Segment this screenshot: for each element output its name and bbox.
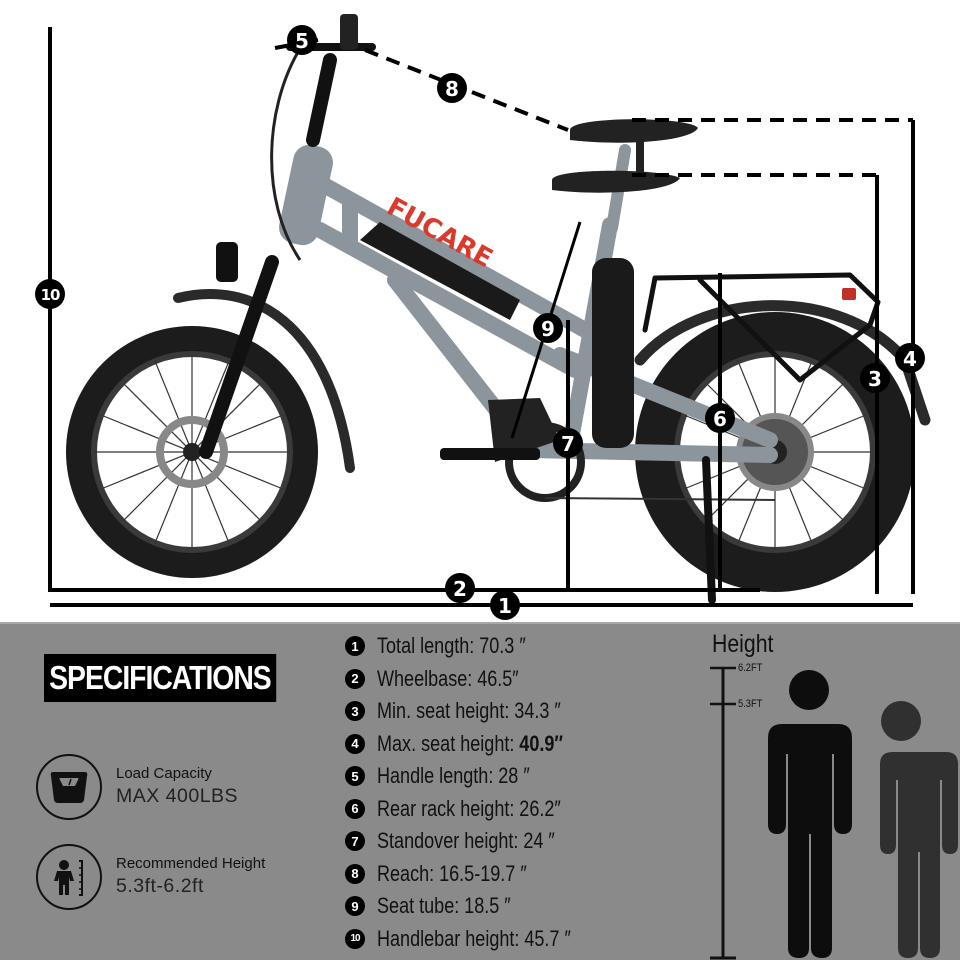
svg-text:5: 5	[295, 29, 309, 53]
spec-value: 46.5″	[477, 665, 519, 691]
scale-icon	[36, 754, 102, 820]
spec-name: Min. seat height:	[377, 698, 510, 724]
spec-name: Standover height:	[377, 828, 519, 854]
tick-label-max: 6.2FT	[738, 662, 763, 674]
recommended-height-feature: Recommended Height 5.3ft-6.2ft	[36, 844, 265, 910]
marker-5: 5	[287, 25, 317, 55]
svg-text:1: 1	[498, 594, 512, 618]
svg-text:9: 9	[541, 317, 555, 341]
number-badge-1: 1	[345, 636, 365, 657]
load-capacity-value: MAX 400LBS	[116, 785, 239, 807]
spec-name: Handle length:	[377, 763, 494, 789]
recommended-height-label: Recommended Height	[116, 855, 266, 872]
load-capacity-label: Load Capacity	[116, 765, 212, 782]
number-badge-6: 6	[345, 798, 365, 819]
spec-item-rear-rack-height: 6 Rear rack height:26.2″	[345, 793, 675, 826]
spec-name: Reach:	[377, 860, 435, 886]
svg-text:4: 4	[903, 347, 917, 371]
number-badge-2: 2	[345, 668, 365, 689]
spec-value: 45.7 ″	[524, 925, 571, 951]
spec-value: 24 ″	[523, 828, 555, 854]
marker-6: 6	[705, 403, 735, 433]
number-badge-3: 3	[345, 701, 365, 722]
spec-item-min-seat-height: 3 Min. seat height:34.3 ″	[345, 695, 675, 728]
number-badge-5: 5	[345, 766, 365, 787]
marker-10: 10	[35, 279, 65, 309]
tick-label-min: 5.3FT	[738, 698, 763, 710]
bike-dimension-diagram: FUCARE	[35, 14, 931, 620]
svg-text:3: 3	[868, 367, 882, 391]
number-badge-9: 9	[345, 896, 365, 917]
front-wheel	[66, 326, 318, 578]
svg-text:10: 10	[41, 286, 60, 304]
tall-person-icon	[768, 670, 852, 958]
specifications-panel: SPECIFICATIONS Load Capacity MAX 400LBS	[0, 622, 960, 960]
spec-name: Max. seat height:	[377, 730, 515, 756]
number-badge-7: 7	[345, 831, 365, 852]
marker-1: 1	[490, 590, 520, 620]
spec-value: 18.5 ″	[464, 893, 511, 919]
spec-item-total-length: 1 Total length:70.3 ″	[345, 630, 675, 663]
spec-value: 28 ″	[498, 763, 530, 789]
height-title: Height	[712, 630, 774, 658]
spec-item-handlebar-height: 10 Handlebar height:45.7 ″	[345, 923, 675, 956]
marker-4: 4	[895, 343, 925, 373]
number-badge-10: 10	[345, 928, 365, 949]
spec-value: 70.3 ″	[479, 633, 526, 659]
specifications-heading: SPECIFICATIONS	[44, 654, 276, 702]
spec-item-wheelbase: 2 Wheelbase:46.5″	[345, 663, 675, 696]
spec-name: Wheelbase:	[377, 665, 473, 691]
height-person-icon	[36, 844, 102, 910]
spec-value: 26.2″	[519, 795, 561, 821]
spec-item-max-seat-height: 4 Max. seat height:40.9″	[345, 728, 675, 761]
svg-text:6: 6	[713, 407, 727, 431]
spec-value: 16.5-19.7 ″	[439, 860, 527, 886]
svg-text:8: 8	[445, 77, 459, 101]
svg-text:7: 7	[561, 432, 575, 456]
marker-9: 9	[533, 313, 563, 343]
height-chart-graphic	[710, 666, 958, 960]
marker-7: 7	[553, 428, 583, 458]
spec-name: Seat tube:	[377, 893, 460, 919]
marker-8: 8	[437, 73, 467, 103]
recommended-height-value: 5.3ft-6.2ft	[116, 875, 204, 897]
number-badge-4: 4	[345, 733, 365, 754]
svg-text:2: 2	[453, 577, 467, 601]
spec-value: 34.3 ″	[514, 698, 561, 724]
height-comparison: Height 6.2FT 5.3FT	[700, 624, 960, 960]
number-badge-8: 8	[345, 863, 365, 884]
spec-item-handle-length: 5 Handle length:28 ″	[345, 760, 675, 793]
marker-2: 2	[445, 573, 475, 603]
spec-name: Total length:	[377, 633, 475, 659]
load-capacity-feature: Load Capacity MAX 400LBS	[36, 754, 238, 820]
short-person-icon	[880, 701, 958, 958]
spec-item-reach: 8 Reach:16.5-19.7 ″	[345, 858, 675, 891]
spec-value: 40.9″	[519, 730, 564, 756]
spec-item-seat-tube: 9 Seat tube:18.5 ″	[345, 890, 675, 923]
spec-name: Rear rack height:	[377, 795, 515, 821]
marker-3: 3	[860, 363, 890, 393]
spec-name: Handlebar height:	[377, 925, 520, 951]
spec-item-standover-height: 7 Standover height:24 ″	[345, 825, 675, 858]
